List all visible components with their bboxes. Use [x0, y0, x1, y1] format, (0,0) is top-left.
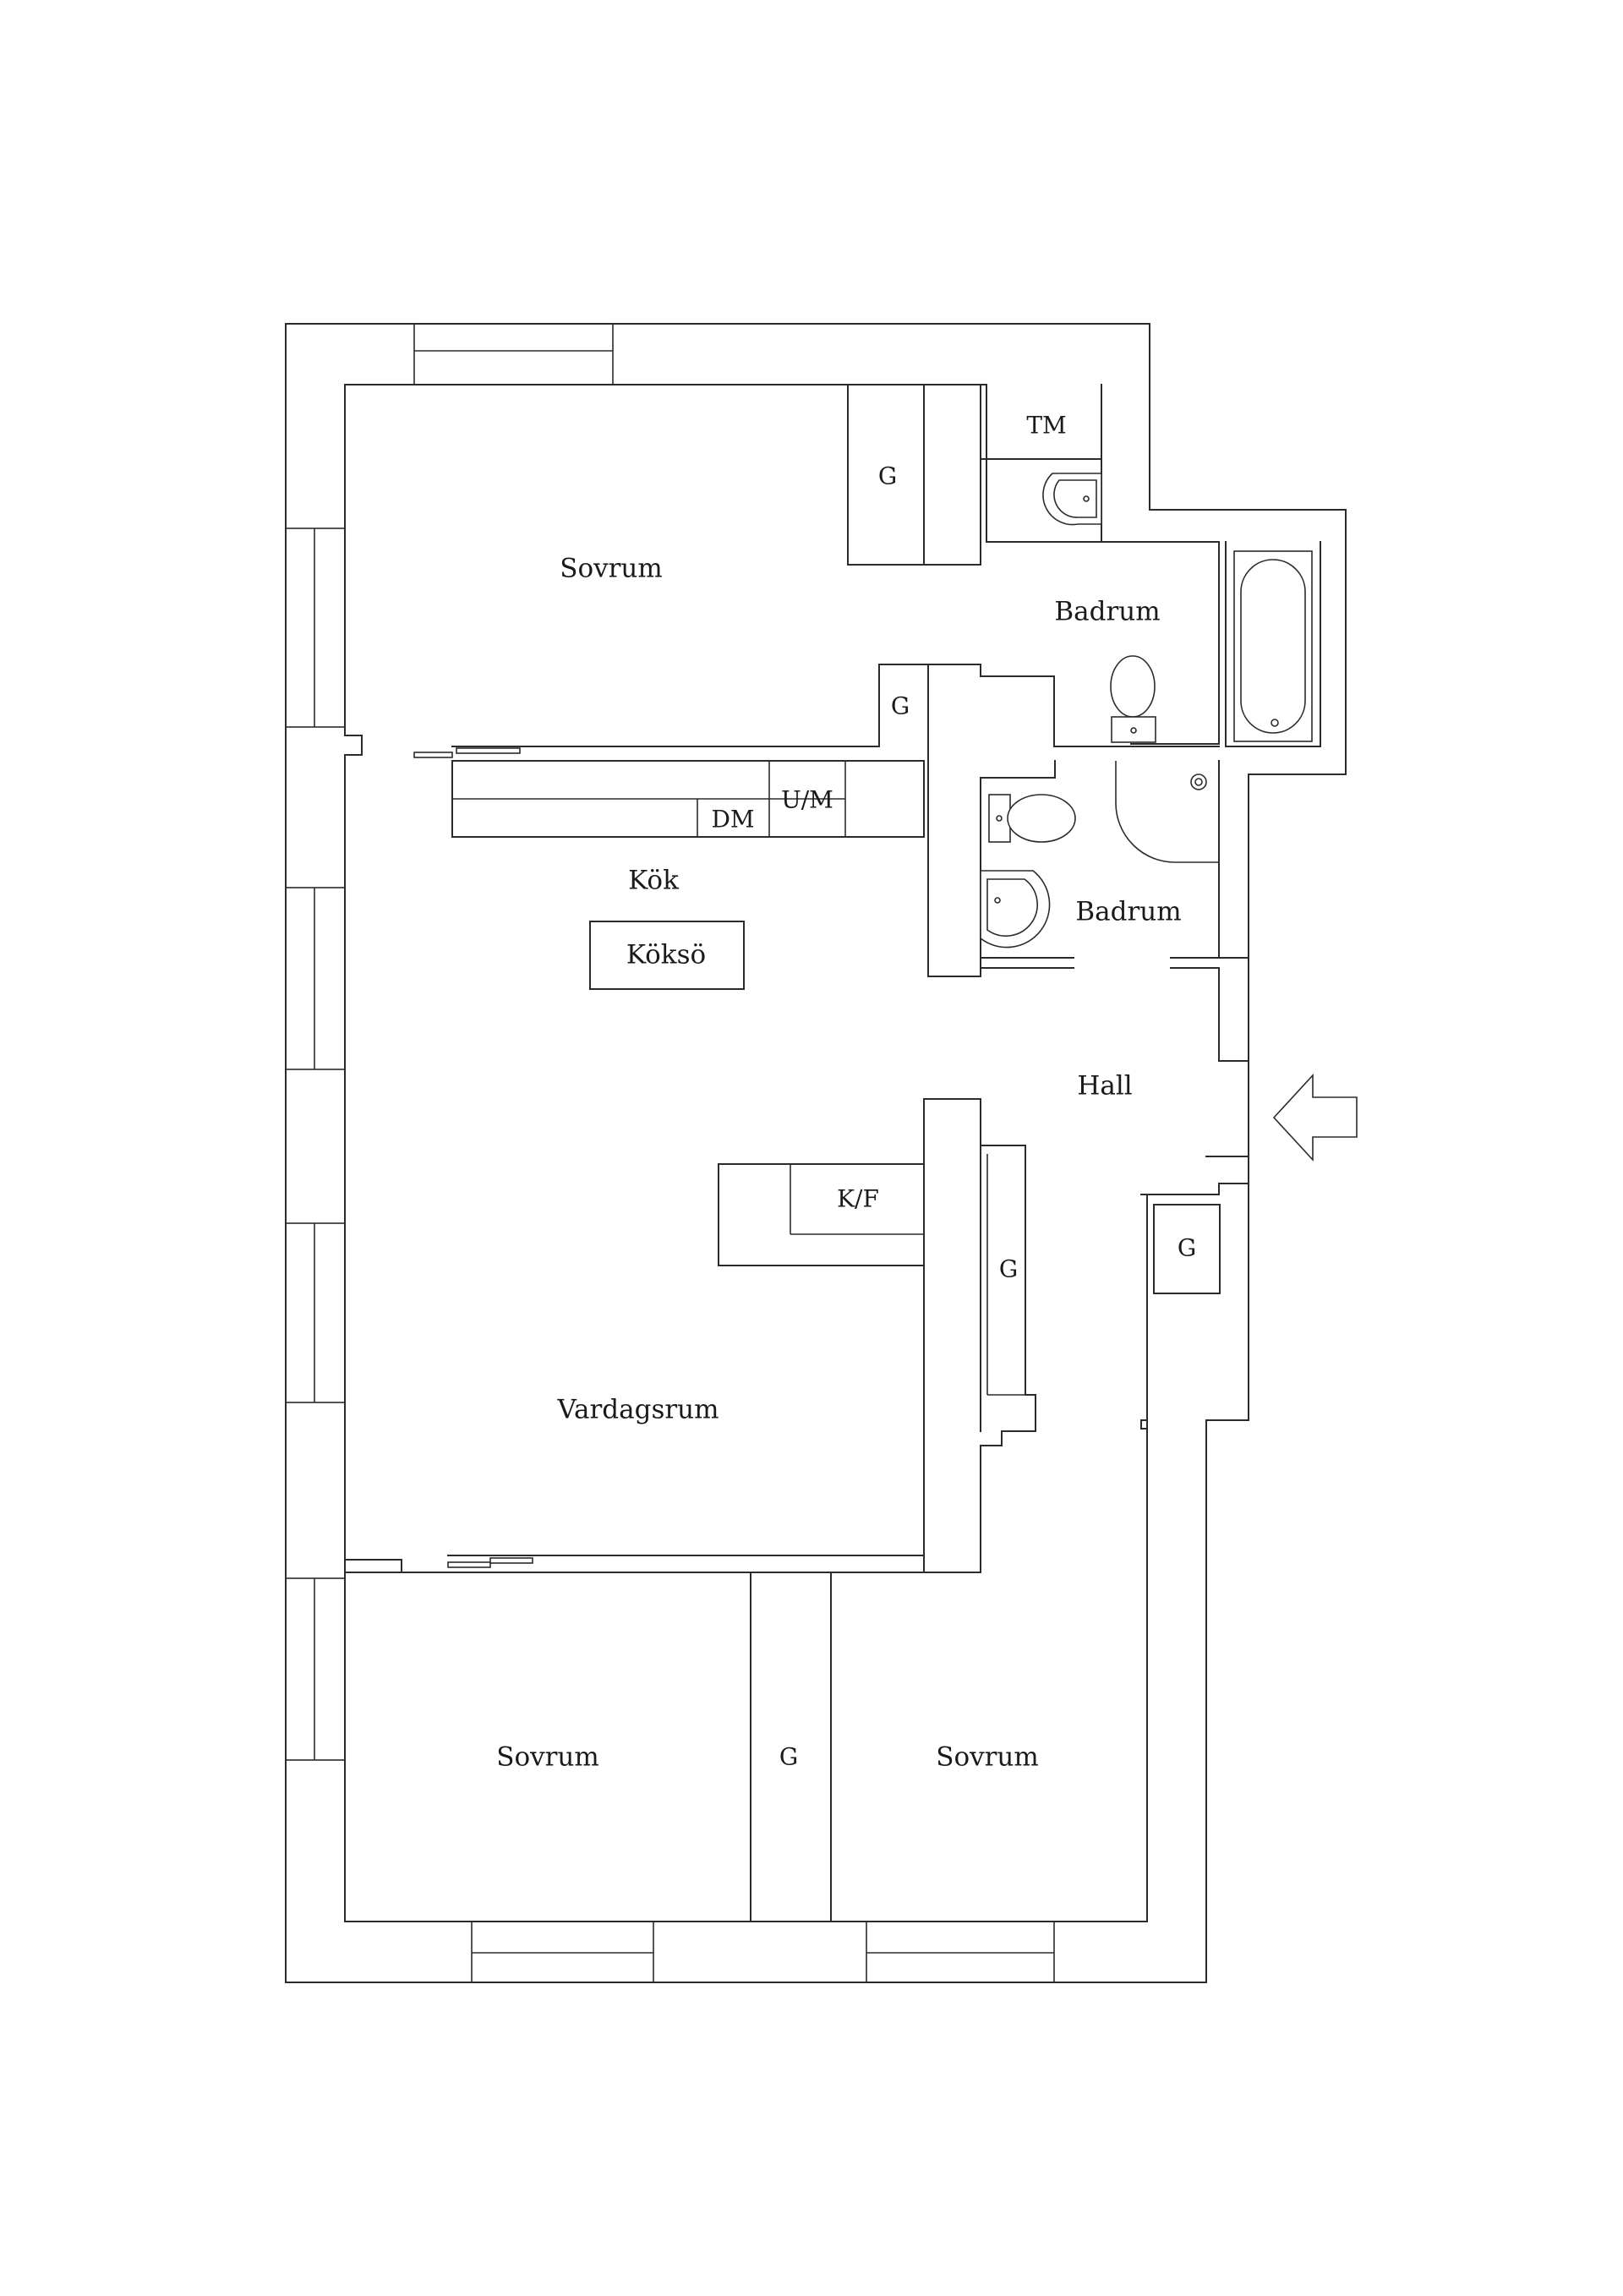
wardrobe-label: G: [779, 1743, 798, 1771]
room-label-badrum-top: Badrum: [1054, 597, 1160, 627]
room-label-sovrum-top: Sovrum: [560, 554, 663, 584]
room-label-badrum-mid: Badrum: [1075, 897, 1181, 927]
entrance-arrow-icon: [1272, 1073, 1358, 1162]
labels: Sovrum Badrum Kök Köksö Badrum Hall Vard…: [496, 412, 1196, 1773]
island-label-kokso: Köksö: [626, 940, 706, 970]
fixture-label-tm: TM: [1026, 412, 1066, 440]
bathtub-icon: [1233, 550, 1313, 742]
toilet-icon-top: [1110, 655, 1156, 743]
kitchen-island: [589, 921, 745, 990]
wardrobe-label: G: [1178, 1234, 1196, 1262]
outer-walls: [285, 323, 1347, 1983]
fixture-label-dm: DM: [711, 806, 754, 834]
toilet-icon-mid: [988, 794, 1076, 843]
doors: [413, 747, 533, 1568]
room-label-sovrum-bottom-left: Sovrum: [496, 1742, 599, 1773]
shower-icon: [1115, 761, 1219, 863]
wardrobe-label: G: [878, 462, 897, 490]
windows: [285, 323, 1055, 1983]
room-label-kok: Kök: [628, 866, 679, 896]
room-label-hall: Hall: [1077, 1071, 1132, 1102]
fixture-label-kf: K/F: [837, 1185, 879, 1213]
room-label-vardagsrum: Vardagsrum: [556, 1395, 719, 1425]
room-label-sovrum-bottom-right: Sovrum: [936, 1742, 1039, 1773]
sink-icon-top: [1042, 473, 1102, 526]
sink-icon-mid: [980, 870, 1051, 948]
fixture-label-um: U/M: [781, 786, 833, 814]
interior-walls: [344, 384, 1321, 1922]
wardrobe-label: G: [891, 692, 910, 720]
wardrobe-label: G: [999, 1255, 1018, 1283]
